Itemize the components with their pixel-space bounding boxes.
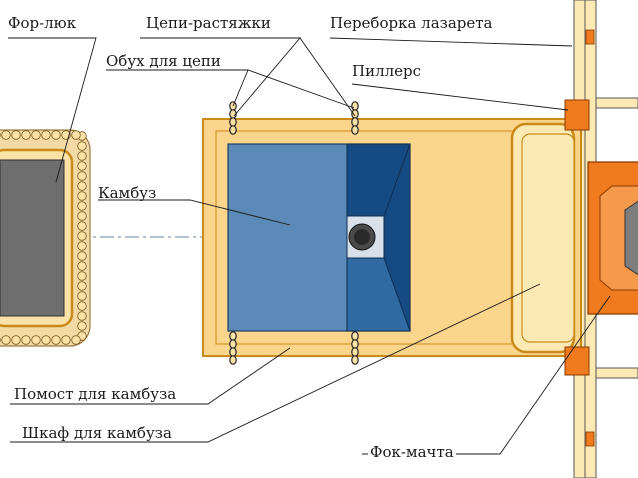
hatch-bead xyxy=(77,311,87,321)
hatch-bead xyxy=(51,335,61,345)
hatch-bead xyxy=(61,335,71,345)
hatch-bead xyxy=(77,141,87,151)
pillar-top xyxy=(564,99,590,131)
hatch-bead xyxy=(77,261,87,271)
label-pomost: Помост для камбуза xyxy=(14,385,177,403)
fore-hatch xyxy=(0,129,91,347)
hatch-bead xyxy=(77,181,87,191)
hatch-bead xyxy=(77,241,87,251)
hatch-bead xyxy=(77,161,87,171)
hatch-bead xyxy=(77,281,87,291)
hatch-rim-beads xyxy=(0,130,87,345)
hatch-bead xyxy=(77,251,87,261)
hatch-bead xyxy=(1,335,11,345)
hatch-bead xyxy=(21,335,31,345)
hatch-bead xyxy=(41,335,51,345)
hatch-bead xyxy=(21,130,31,140)
hatch-bead xyxy=(77,211,87,221)
hatch-bead xyxy=(41,130,51,140)
label-fok-machta: Фок-мачта xyxy=(368,443,456,461)
label-kambuz: Камбуз xyxy=(98,184,157,202)
chimney-icon xyxy=(348,223,376,251)
hatch-bead xyxy=(77,231,87,241)
galley xyxy=(227,143,411,332)
pillar-bottom xyxy=(564,346,590,376)
hatch-bead xyxy=(11,130,21,140)
hatch-bead xyxy=(77,171,87,181)
label-pillers: Пиллерс xyxy=(352,62,422,80)
hatch-bead xyxy=(77,151,87,161)
hatch-bead xyxy=(31,130,41,140)
hatch-bead xyxy=(71,130,81,140)
chain-link xyxy=(351,125,359,135)
galley-cabinet xyxy=(510,122,576,354)
hatch-bead xyxy=(77,191,87,201)
hatch-bead xyxy=(77,321,87,331)
chain-link xyxy=(229,355,237,365)
chain-link xyxy=(351,355,359,365)
leader-lines xyxy=(8,37,611,455)
label-for-luk: Фор-люк xyxy=(8,14,77,32)
chain-icon xyxy=(229,101,359,365)
hatch-bead xyxy=(11,335,21,345)
hatch-bead xyxy=(51,130,61,140)
label-tsepi-rastyazhki: Цепи-растяжки xyxy=(146,14,271,32)
chain-link xyxy=(229,125,237,135)
hatch-bead xyxy=(77,271,87,281)
hatch-bead xyxy=(1,130,11,140)
foremast xyxy=(587,161,638,315)
label-pereborka: Переборка лазарета xyxy=(330,14,493,32)
label-shkaf: Шкаф для камбуза xyxy=(22,424,172,442)
label-obukh: Обух для цепи xyxy=(106,52,221,70)
hatch-bead xyxy=(31,335,41,345)
hatch-bead xyxy=(77,201,87,211)
hatch-bead xyxy=(77,221,87,231)
hatch-bead xyxy=(71,335,81,345)
hatch-bead xyxy=(77,291,87,301)
hatch-bead xyxy=(77,301,87,311)
